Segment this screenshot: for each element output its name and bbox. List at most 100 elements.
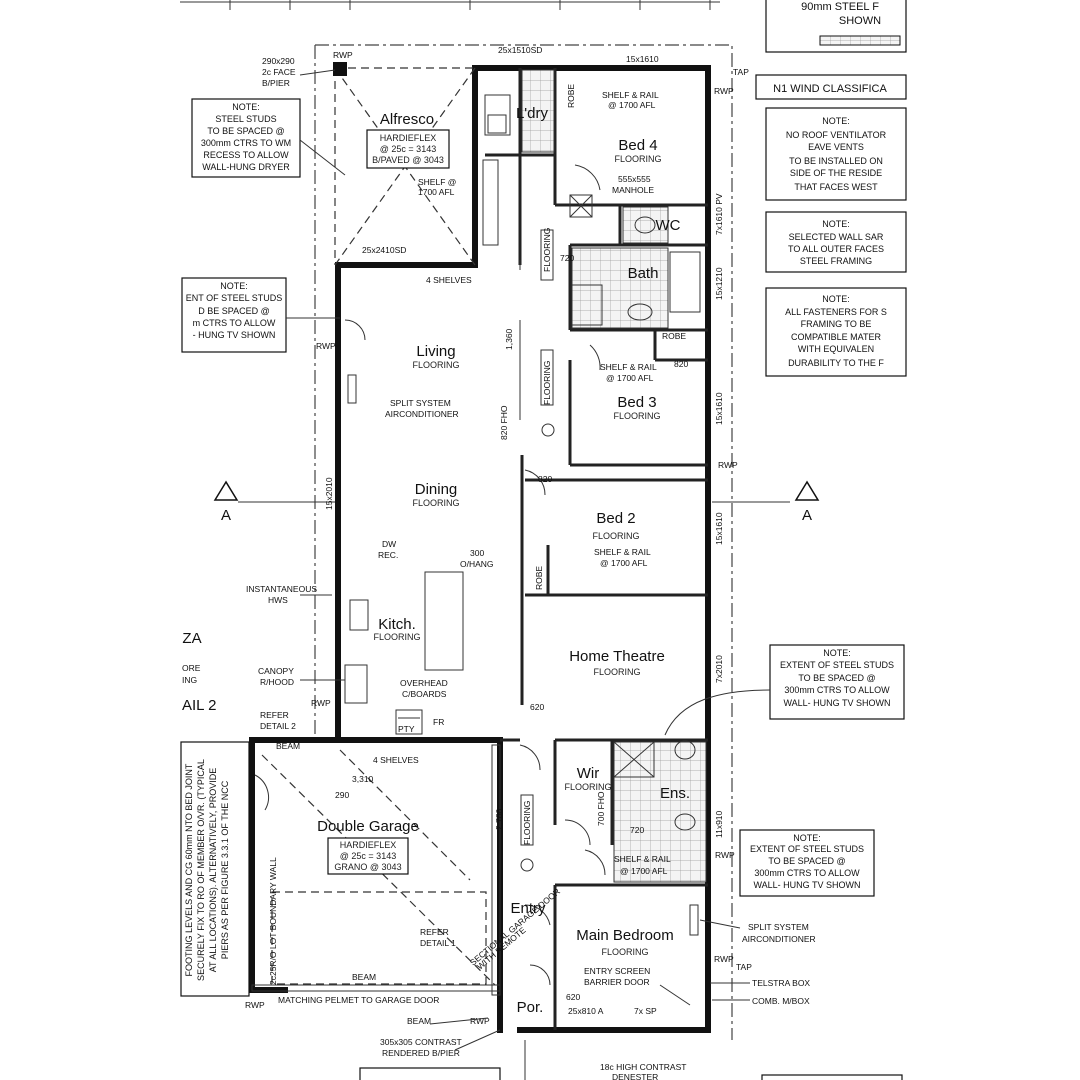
svg-text:300mm CTRS TO ALLOW: 300mm CTRS TO ALLOW	[784, 685, 890, 695]
svg-text:ZA: ZA	[182, 630, 201, 647]
room-bed4: Bed 4	[618, 137, 657, 154]
svg-text:NOTE:: NOTE:	[823, 648, 851, 658]
alfresco-outline	[334, 67, 476, 266]
svg-text:290x290: 290x290	[262, 56, 295, 66]
robe-label-bed3: ROBE	[662, 331, 686, 341]
svg-text:90mm STEEL F: 90mm STEEL F	[801, 1, 879, 13]
svg-text:FLOORING: FLOORING	[614, 154, 661, 164]
leader-lines	[299, 69, 750, 1080]
bath-tiles	[571, 247, 669, 329]
note-studs-tv-right: NOTE: EXTENT OF STEEL STUDS TO BE SPACED…	[769, 644, 905, 720]
svg-text:NOTE:: NOTE:	[793, 833, 821, 843]
svg-text:FLOORING: FLOORING	[412, 498, 459, 508]
svg-text:7x1610 PV: 7x1610 PV	[714, 193, 724, 235]
svg-text:RWP: RWP	[718, 460, 738, 470]
room-living: Living	[416, 343, 455, 360]
svg-text:RWP: RWP	[311, 698, 331, 708]
svg-text:COMPATIBLE MATER: COMPATIBLE MATER	[791, 332, 882, 342]
svg-text:COMB. M/BOX: COMB. M/BOX	[752, 996, 810, 1006]
svg-text:2c FACE: 2c FACE	[262, 67, 296, 77]
svg-text:1700 AFL: 1700 AFL	[418, 187, 455, 197]
svg-text:820 FHO: 820 FHO	[499, 405, 509, 440]
room-entry: Entry	[510, 900, 546, 917]
svg-text:FLOORING: FLOORING	[373, 632, 420, 642]
svg-text:25x2410SD: 25x2410SD	[362, 245, 406, 255]
room-alfresco: Alfresco	[380, 111, 434, 128]
svg-text:SHOWN: SHOWN	[839, 15, 881, 27]
svg-text:3,310: 3,310	[352, 774, 374, 784]
svg-text:620: 620	[530, 702, 544, 712]
room-wir: Wir	[577, 765, 600, 782]
room-ensuite: Ens.	[660, 785, 690, 802]
svg-text:FLOORING: FLOORING	[522, 801, 532, 845]
note-studs-tv-left: NOTE: ENT OF STEEL STUDS D BE SPACED @ m…	[181, 277, 287, 353]
room-bed3: Bed 3	[617, 394, 656, 411]
note-fasteners: NOTE: ALL FASTENERS FOR S FRAMING TO BE …	[765, 287, 907, 377]
svg-text:WALL- HUNG TV SHOWN: WALL- HUNG TV SHOWN	[753, 880, 860, 890]
ensuite-tiles	[613, 741, 707, 883]
svg-text:15x2010: 15x2010	[324, 477, 334, 510]
svg-text:ROBE: ROBE	[534, 566, 544, 590]
svg-text:REFER: REFER	[260, 710, 289, 720]
door-swings	[254, 164, 606, 986]
svg-text:ALL FASTENERS FOR S: ALL FASTENERS FOR S	[785, 307, 887, 317]
svg-text:EAVE VENTS: EAVE VENTS	[808, 142, 864, 152]
svg-text:FR: FR	[433, 717, 444, 727]
svg-text:DENESTER: DENESTER	[612, 1072, 658, 1080]
svg-text:TO BE SPACED @: TO BE SPACED @	[768, 856, 845, 866]
svg-text:REC.: REC.	[378, 550, 398, 560]
room-kitchen: Kitch.	[378, 616, 416, 633]
svg-text:MANHOLE: MANHOLE	[612, 185, 654, 195]
svg-text:@ 1700 AFL: @ 1700 AFL	[620, 866, 668, 876]
svg-text:DETAIL 2: DETAIL 2	[260, 721, 296, 731]
svg-text:FLOORING: FLOORING	[592, 531, 639, 541]
svg-text:OVERHEAD: OVERHEAD	[400, 678, 448, 688]
svg-text:300mm CTRS TO WM: 300mm CTRS TO WM	[201, 138, 291, 148]
svg-text:- HUNG TV SHOWN: - HUNG TV SHOWN	[193, 330, 276, 340]
left-edge-fragments: ZA ORE ING AIL 2	[182, 630, 216, 714]
svg-text:4 SHELVES: 4 SHELVES	[426, 275, 472, 285]
svg-text:BEAM: BEAM	[352, 972, 376, 982]
svg-text:B/PIER: B/PIER	[262, 78, 290, 88]
svg-text:300mm CTRS TO ALLOW: 300mm CTRS TO ALLOW	[754, 868, 860, 878]
room-garage: Double Garage	[317, 818, 419, 835]
fixtures	[344, 94, 701, 936]
svg-text:RWP: RWP	[333, 50, 353, 60]
svg-text:FLOORING: FLOORING	[542, 228, 552, 272]
note-studs-dryer: NOTE: STEEL STUDS TO BE SPACED @ 300mm C…	[191, 98, 301, 178]
svg-text:THAT FACES WEST: THAT FACES WEST	[794, 182, 878, 192]
svg-text:NOTE:: NOTE:	[822, 219, 850, 229]
svg-text:290: 290	[335, 790, 349, 800]
svg-text:FLOORING: FLOORING	[564, 782, 611, 792]
svg-text:WITH EQUIVALEN: WITH EQUIVALEN	[798, 344, 874, 354]
svg-text:820: 820	[538, 474, 552, 484]
room-theatre: Home Theatre	[569, 648, 665, 665]
svg-text:FLOORING: FLOORING	[412, 360, 459, 370]
section-marker-right: A	[794, 480, 820, 524]
svg-text:RWP: RWP	[470, 1016, 490, 1026]
svg-text:18c HIGH CONTRAST: 18c HIGH CONTRAST	[600, 1062, 686, 1072]
svg-text:TO BE SPACED @: TO BE SPACED @	[798, 673, 875, 683]
svg-text:DURABILITY TO THE F: DURABILITY TO THE F	[788, 358, 884, 368]
laundry-tiles	[521, 69, 555, 153]
svg-text:NOTE:: NOTE:	[822, 294, 850, 304]
note-wall-sarking: NOTE: SELECTED WALL SAR TO ALL OUTER FAC…	[765, 211, 907, 273]
svg-text:PIERS AS PER FIGURE 3.3.1 OF T: PIERS AS PER FIGURE 3.3.1 OF THE NCC	[220, 780, 230, 959]
room-dining: Dining	[415, 481, 458, 498]
svg-text:NOTE:: NOTE:	[822, 116, 850, 126]
svg-text:TO BE SPACED @: TO BE SPACED @	[207, 126, 284, 136]
svg-text:RWP: RWP	[714, 86, 734, 96]
svg-text:N1 WIND CLASSIFICA: N1 WIND CLASSIFICA	[773, 83, 887, 95]
svg-text:SELECTED WALL SAR: SELECTED WALL SAR	[789, 232, 884, 242]
svg-text:GRANO @ 3043: GRANO @ 3043	[334, 862, 401, 872]
svg-text:EXTENT OF STEEL STUDS: EXTENT OF STEEL STUDS	[780, 660, 894, 670]
svg-text:SPLIT SYSTEM: SPLIT SYSTEM	[390, 398, 451, 408]
note-wind-classification: N1 WIND CLASSIFICA	[755, 74, 907, 100]
garage-door-outline	[271, 891, 487, 985]
annotations: 290x290 2c FACE B/PIER RWP TAP RWP SHELF…	[245, 45, 816, 1080]
note-roof-ventilation: NOTE: NO ROOF VENTILATOR EAVE VENTS TO B…	[765, 107, 907, 201]
svg-text:NO ROOF VENTILATOR: NO ROOF VENTILATOR	[786, 130, 887, 140]
svg-text:R/HOOD: R/HOOD	[260, 677, 294, 687]
svg-text:4 SHELVES: 4 SHELVES	[373, 755, 419, 765]
